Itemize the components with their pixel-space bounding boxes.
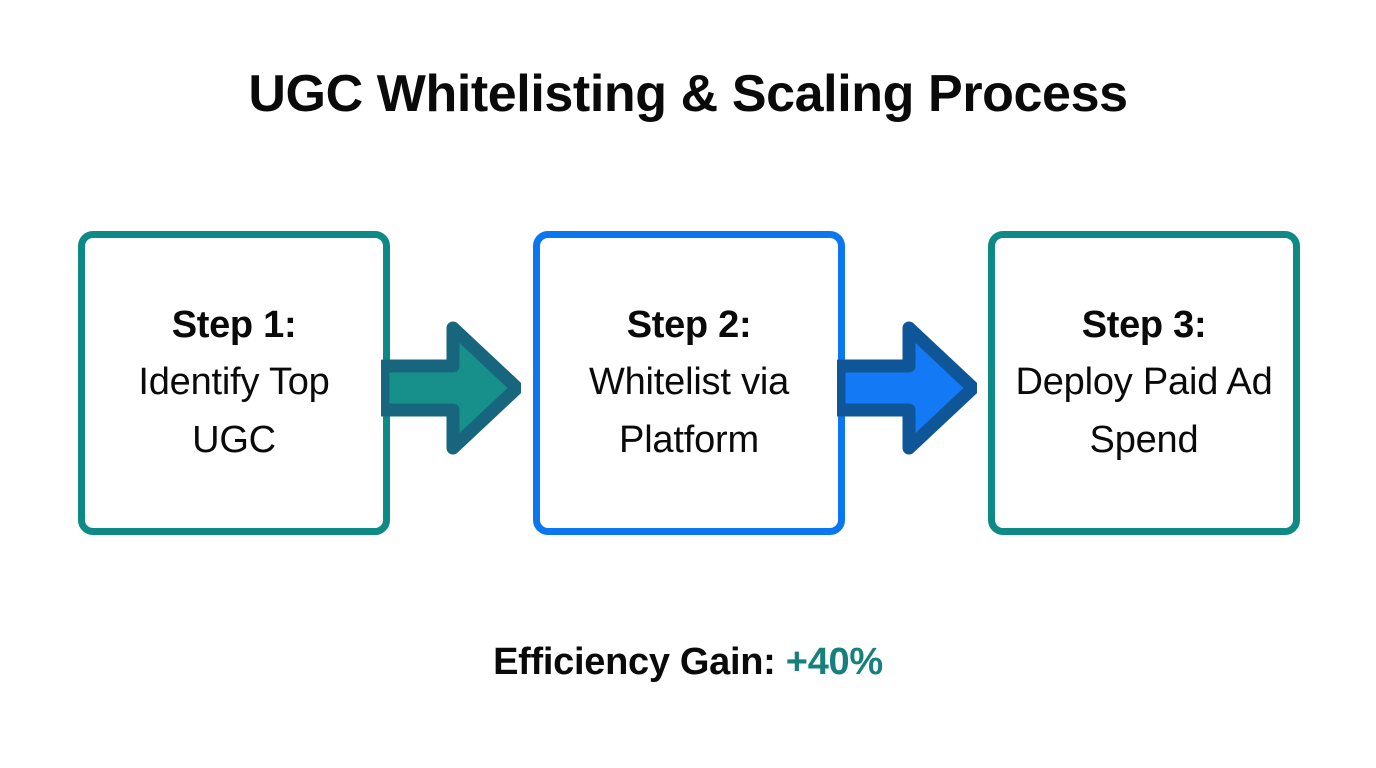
- efficiency-gain-label: Efficiency Gain:: [493, 641, 786, 683]
- step-1-description: Identify Top UGC: [138, 361, 330, 461]
- step-3-label: Step 3:: [1081, 304, 1207, 346]
- arrow-right-icon: [837, 318, 977, 458]
- step-1-label: Step 1:: [171, 304, 297, 346]
- step-2-description: Whitelist via Platform: [588, 361, 790, 461]
- page-title: UGC Whitelisting & Scaling Process: [248, 65, 1128, 123]
- process-step-1[interactable]: Step 1: Identify Top UGC: [78, 231, 390, 535]
- step-3-description: Deploy Paid Ad Spend: [1015, 361, 1273, 461]
- step-2-label: Step 2:: [626, 304, 752, 346]
- arrow-right-icon: [381, 318, 521, 458]
- process-flow: Step 1: Identify Top UGC Step 2: Whiteli…: [0, 231, 1376, 535]
- process-step-3[interactable]: Step 3: Deploy Paid Ad Spend: [988, 231, 1300, 535]
- process-step-2[interactable]: Step 2: Whitelist via Platform: [533, 231, 845, 535]
- efficiency-gain-summary: Efficiency Gain: +40%: [0, 636, 1376, 688]
- efficiency-gain-value: +40%: [785, 641, 883, 683]
